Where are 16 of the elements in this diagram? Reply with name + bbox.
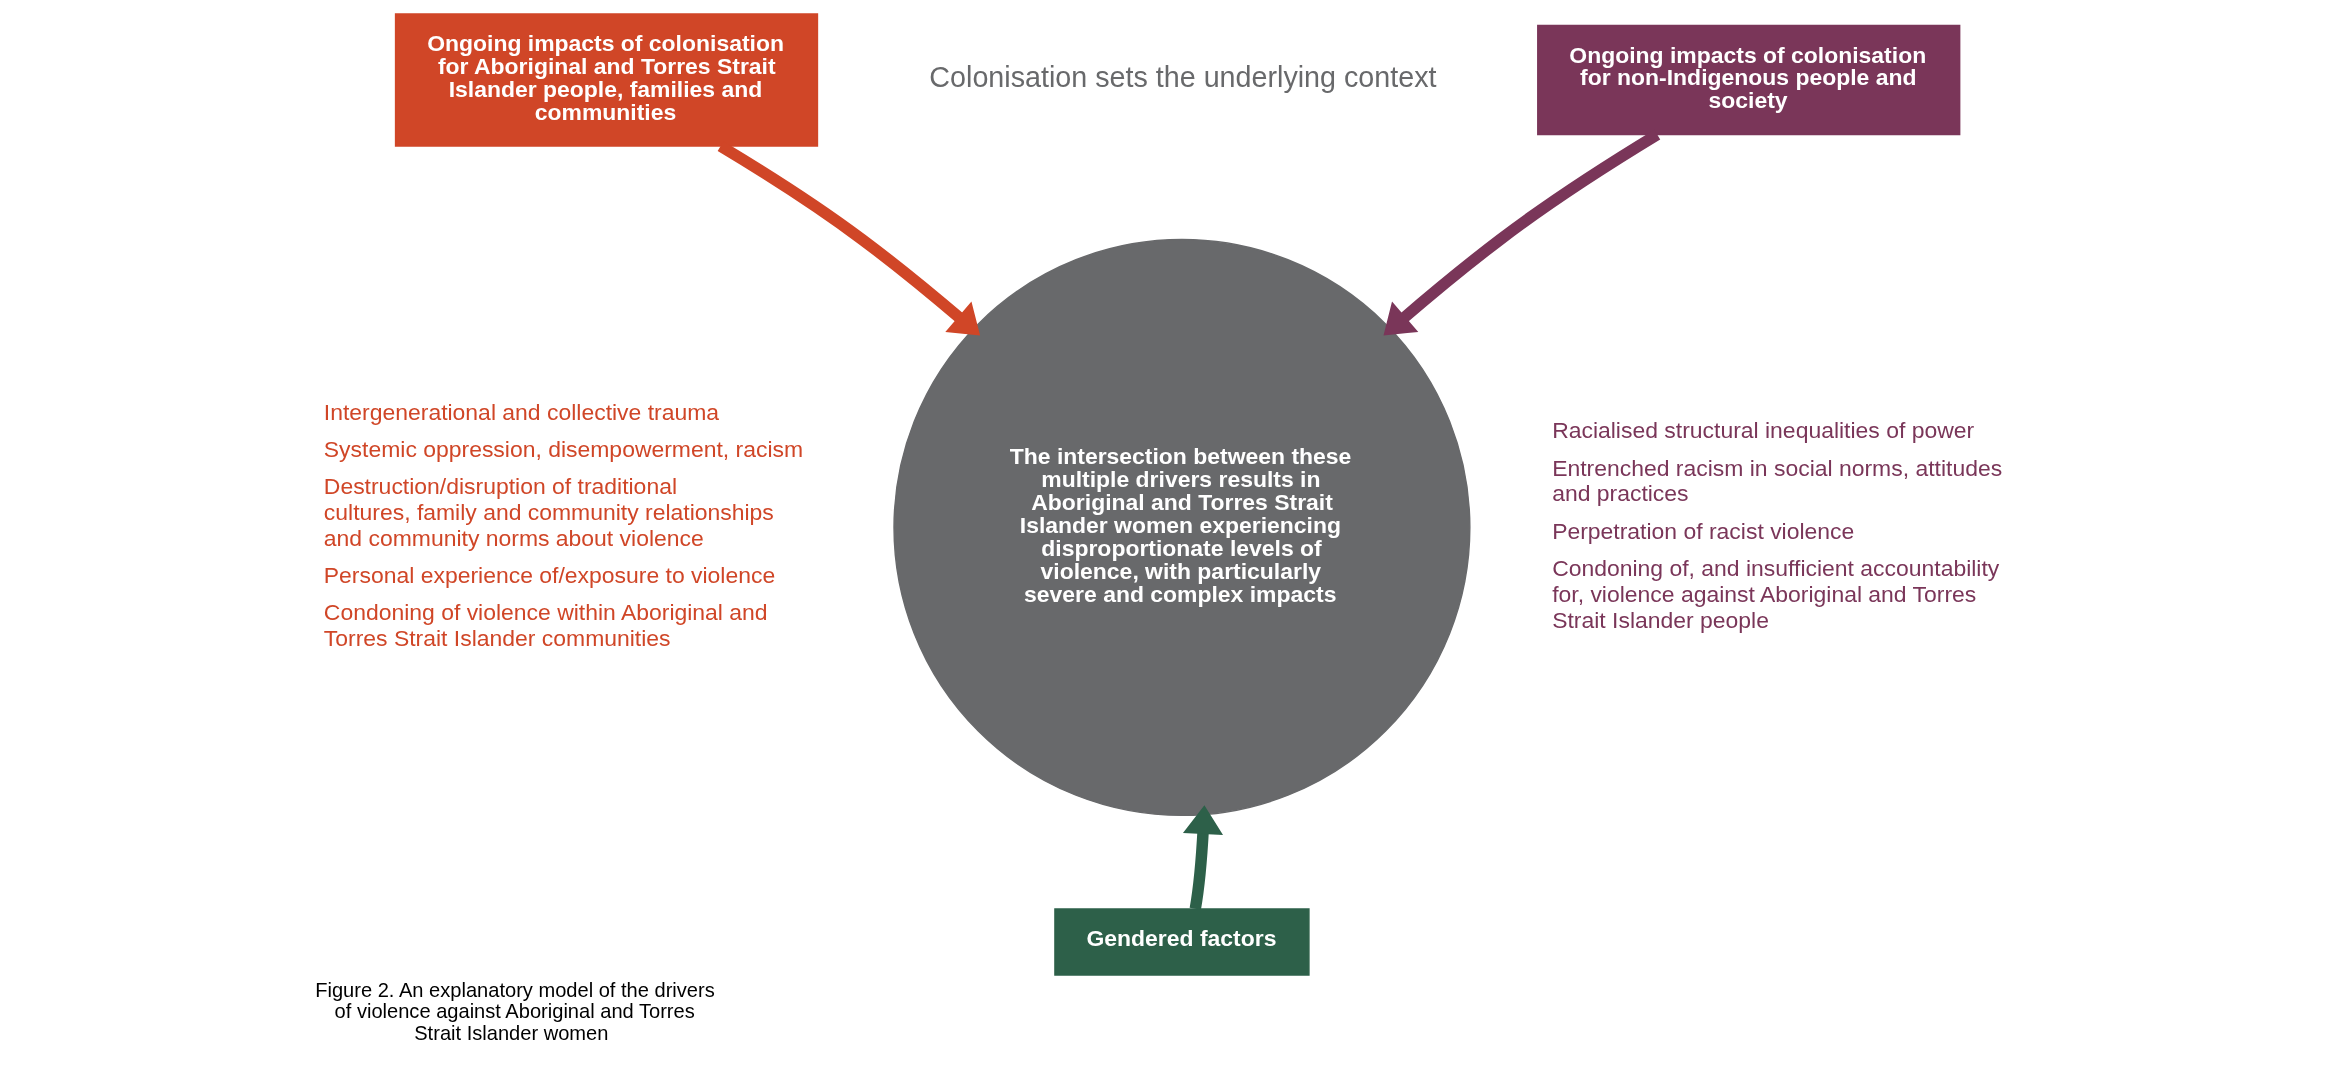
node-label: Entrenched racism in social norms, attitudes and practices (1551, 454, 2002, 507)
node-label: Intergenerational and collective trauma (323, 398, 719, 425)
node-label: Perpetration of racist violence (1551, 517, 1854, 544)
label: Colonisation sets the underlying context (928, 61, 1436, 94)
node-label: Condoning of violence within Aboriginal and Torres Strait Islander communities (323, 599, 768, 652)
caption: Figure 2. An explanatory model of the drivers of violence against Aboriginal and Torres Strait Islander women (314, 978, 715, 1044)
node-label: Destruction/disruption of traditional cultures, family and community relationships and community norms about violence (323, 473, 774, 551)
node-label: Personal experience of/exposure to violence (323, 562, 775, 589)
node-label: Systemic oppression, disempowerment, racism (323, 435, 803, 462)
node-label: Racialised structural inequalities of power (1551, 417, 1974, 444)
node-box: Ongoing impacts of colonisation for Aboriginal and Torres Strait Islander people, families and communities (394, 13, 818, 147)
node-box: Ongoing impacts of colonisation for non-Indigenous people and society (1536, 24, 1960, 136)
node-box: Gendered factors (1053, 908, 1310, 976)
arrow (1182, 805, 1223, 910)
node-circle: The intersection between these multiple drivers results in Aboriginal and Torres Strait Islander women experiencing disproportionate levels of violence, with particularly severe and complex impacts (892, 238, 1471, 817)
node-label: Condoning of, and insufficient accountability for, violence against Aboriginal and Torres Strait Islander people (1551, 554, 1999, 633)
